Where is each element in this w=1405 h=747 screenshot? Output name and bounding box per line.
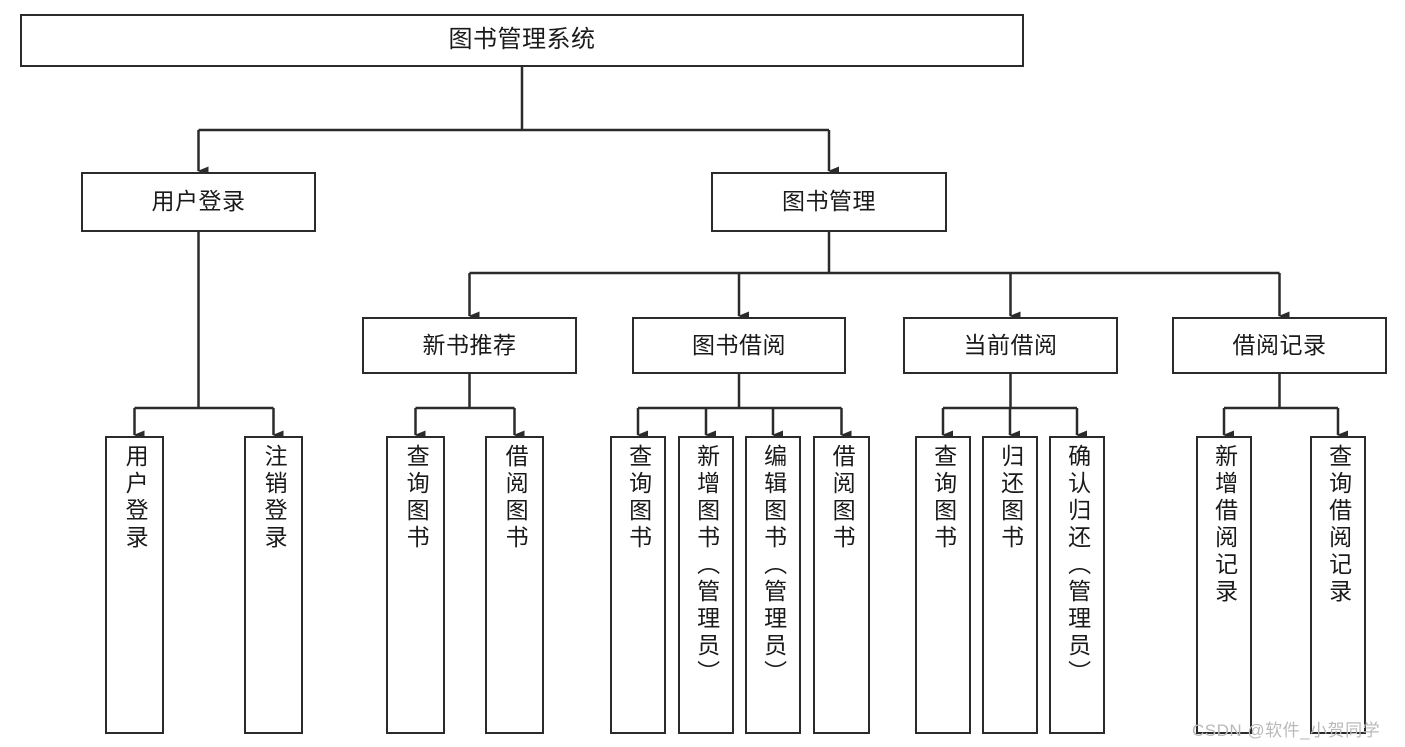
node-label: 借阅记录 <box>1232 331 1327 358</box>
node-label: 图书借阅 <box>692 331 786 358</box>
node-book-manage[interactable]: 图书管理 <box>711 172 947 232</box>
node-label: 借阅图书 <box>502 444 529 552</box>
node-leaf-borrow-book-2[interactable]: 借阅图书 <box>813 436 870 734</box>
node-leaf-query-book-1[interactable]: 查询图书 <box>386 436 445 734</box>
node-label: 图书管理 <box>782 188 876 215</box>
node-label: 注销登录 <box>261 444 288 552</box>
node-leaf-return-book[interactable]: 归还图书 <box>982 436 1038 734</box>
node-label: 查询借阅记录 <box>1325 444 1352 606</box>
node-borrow-record[interactable]: 借阅记录 <box>1172 317 1387 374</box>
node-leaf-user-login[interactable]: 用户登录 <box>105 436 164 734</box>
node-user-login[interactable]: 用户登录 <box>81 172 316 232</box>
node-label: 查询图书 <box>403 444 430 552</box>
node-label: 当前借阅 <box>963 331 1058 358</box>
node-label: 查询图书 <box>625 444 652 552</box>
node-root[interactable]: 图书管理系统 <box>20 14 1024 67</box>
edge-group <box>133 67 1348 440</box>
node-book-borrow[interactable]: 图书借阅 <box>632 317 846 374</box>
node-current-borrow[interactable]: 当前借阅 <box>903 317 1118 374</box>
node-leaf-confirm-ret[interactable]: 确认归还（管理员） <box>1049 436 1105 734</box>
node-label: 确认归还（管理员） <box>1064 444 1091 687</box>
node-leaf-logout[interactable]: 注销登录 <box>244 436 303 734</box>
node-leaf-add-book[interactable]: 新增图书（管理员） <box>678 436 734 734</box>
node-label: 图书管理系统 <box>448 26 596 54</box>
node-leaf-borrow-book-1[interactable]: 借阅图书 <box>485 436 544 734</box>
node-leaf-edit-book[interactable]: 编辑图书（管理员） <box>745 436 801 734</box>
node-label: 用户登录 <box>151 188 246 215</box>
node-label: 编辑图书（管理员） <box>760 444 787 687</box>
node-label: 归还图书 <box>997 444 1024 552</box>
node-new-book-rec[interactable]: 新书推荐 <box>362 317 577 374</box>
node-label: 新增图书（管理员） <box>693 444 720 687</box>
node-leaf-query-book-2[interactable]: 查询图书 <box>610 436 666 734</box>
node-label: 用户登录 <box>122 444 149 552</box>
node-label: 新书推荐 <box>422 331 517 358</box>
node-label: 新增借阅记录 <box>1211 444 1238 606</box>
node-label: 查询图书 <box>930 444 957 552</box>
node-leaf-add-record[interactable]: 新增借阅记录 <box>1196 436 1252 734</box>
node-label: 借阅图书 <box>829 444 856 552</box>
node-leaf-query-record[interactable]: 查询借阅记录 <box>1310 436 1366 734</box>
node-leaf-query-book-3[interactable]: 查询图书 <box>915 436 971 734</box>
